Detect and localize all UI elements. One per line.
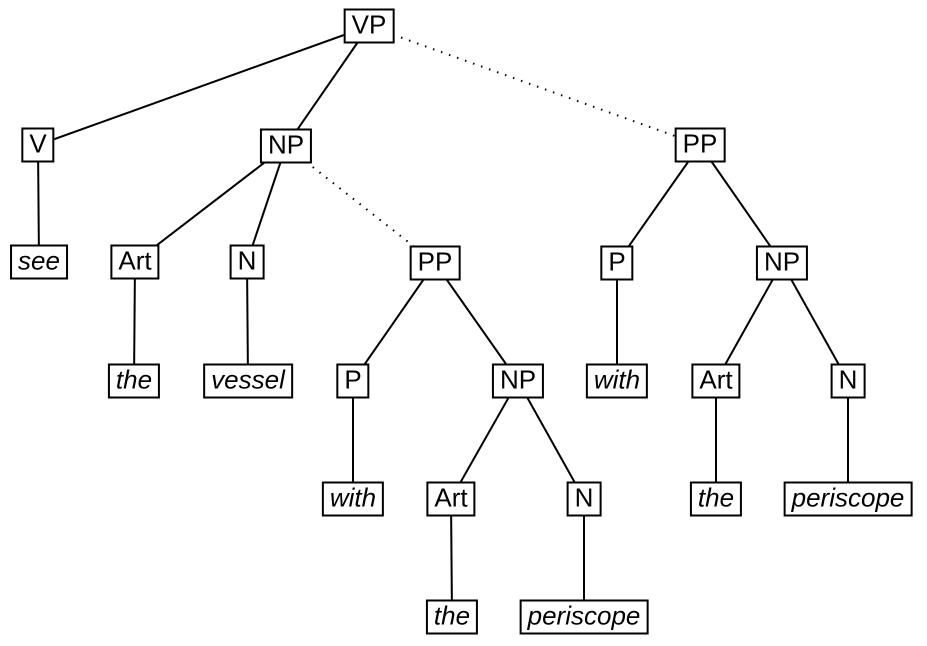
tree-node-with2: with	[585, 363, 649, 399]
tree-node-np3: NP	[755, 245, 809, 281]
tree-node-vessel: vessel	[203, 363, 293, 399]
tree-node-periscope2: periscope	[519, 599, 649, 635]
tree-edge-art2-the2	[450, 498, 453, 618]
tree-edge-pp1-np2	[434, 262, 519, 382]
tree-edge-np3-art3	[715, 262, 783, 382]
tree-node-np1: NP	[259, 128, 313, 164]
tree-node-n2: N	[566, 481, 602, 517]
tree-node-art3: Art	[691, 363, 741, 399]
tree-edge-pp2-np3	[699, 144, 783, 264]
tree-node-the1: the	[107, 363, 161, 399]
tree-edge-vp-pp2-dotted	[368, 25, 701, 146]
tree-edge-np1-n1	[246, 145, 287, 263]
tree-node-see: see	[10, 244, 68, 280]
tree-node-p1: P	[336, 363, 370, 399]
tree-edge-np2-n2	[517, 380, 585, 500]
tree-node-v: V	[21, 127, 55, 163]
tree-node-pp2: PP	[674, 127, 726, 163]
tree-node-art2: Art	[426, 481, 476, 517]
tree-node-vp: VP	[343, 8, 395, 44]
tree-node-periscope3: periscope	[783, 481, 913, 517]
tree-edge-v-see	[37, 144, 40, 263]
tree-edge-n1-vessel	[246, 261, 249, 382]
tree-edge-pp1-p1	[352, 262, 436, 382]
tree-node-pp1: PP	[409, 245, 461, 281]
tree-edge-np2-art2	[450, 380, 519, 500]
tree-node-n3: N	[830, 363, 866, 399]
tree-node-p2: P	[600, 245, 634, 281]
tree-edge-vp-v	[37, 25, 370, 146]
tree-edge-vp-np1	[285, 25, 370, 147]
tree-node-art1: Art	[110, 244, 160, 280]
tree-node-the3: the	[689, 481, 743, 517]
tree-node-np2: NP	[491, 363, 545, 399]
tree-edge-art1-the1	[133, 261, 136, 382]
tree-edge-np1-art1	[134, 145, 287, 263]
tree-edge-pp2-p2	[616, 144, 701, 264]
tree-node-with1: with	[321, 481, 385, 517]
tree-edge-np1-pp1-dotted	[285, 145, 436, 264]
tree-node-the2: the	[425, 599, 479, 635]
tree-edge-np3-n3	[781, 262, 849, 382]
tree-node-n1: N	[229, 244, 265, 280]
